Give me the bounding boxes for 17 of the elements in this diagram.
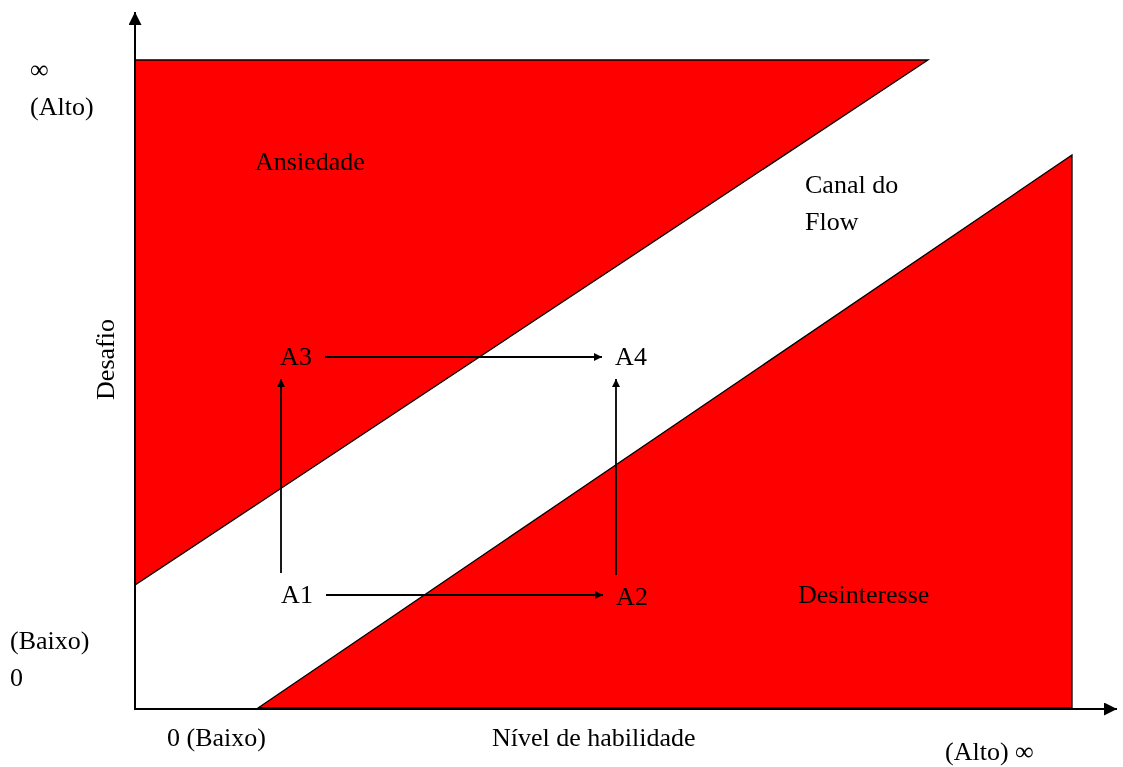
state-label: A1 (274, 579, 320, 611)
state-label: A3 (273, 341, 319, 373)
region-label: Canal do Flow (805, 169, 900, 238)
arrow (324, 353, 603, 361)
arrow (325, 591, 604, 599)
state-label: A2 (609, 581, 655, 613)
axis-label: 0 (Baixo) (167, 722, 267, 754)
axis-title: Nível de habilidade (492, 722, 697, 754)
axis-label: (Baixo) 0 (10, 625, 91, 694)
region-label: Desinteresse (798, 579, 930, 611)
region-label: Ansiedade (255, 146, 365, 178)
arrow (612, 378, 620, 576)
axis-title: Desafio (89, 318, 121, 402)
axis-label: (Alto) ∞ (945, 736, 1035, 767)
state-label: A4 (608, 341, 654, 373)
arrow (277, 378, 285, 574)
anxiety-region (135, 60, 928, 585)
